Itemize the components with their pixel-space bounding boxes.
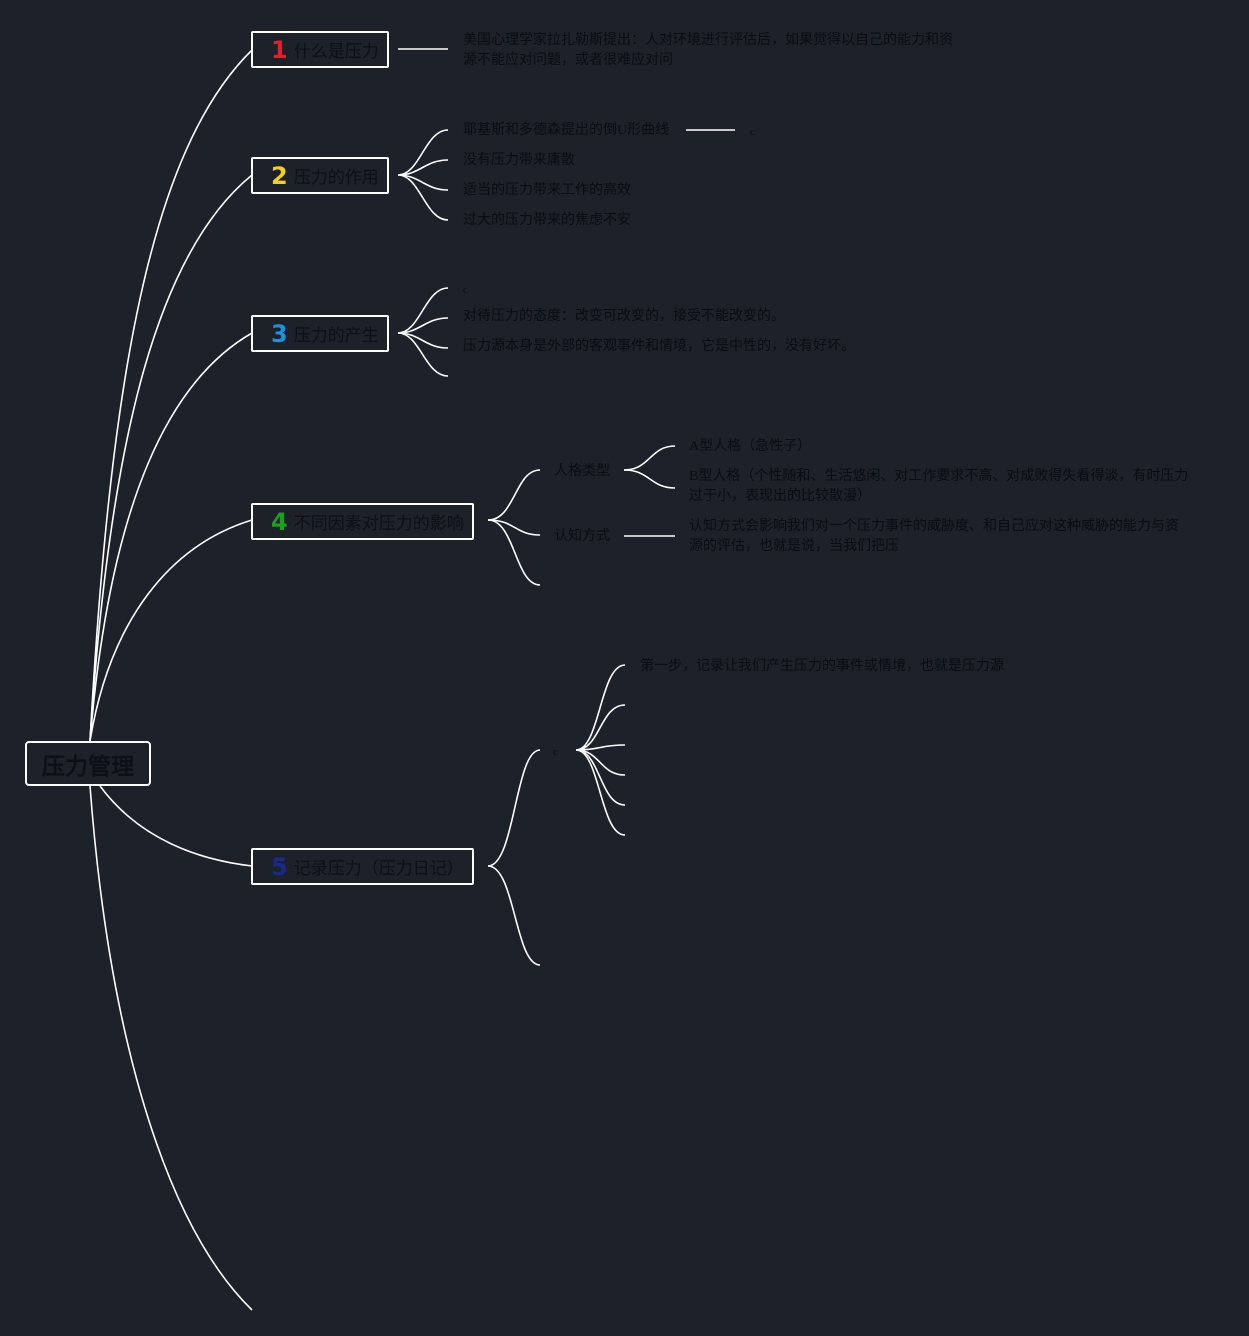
topic-number-3: 3 <box>271 319 288 348</box>
personality-item-2[interactable]: B型人格（个性随和、生活悠闲、对工作要求不高、对成败得失看得淡，有时压力过于小，… <box>689 469 1189 504</box>
topic-label-4: 不同因素对压力的影响 <box>293 514 464 534</box>
topic-number-2: 2 <box>271 161 288 190</box>
topic-label-5: 记录压力（压力日记） <box>293 859 464 879</box>
topic-node-1[interactable]: 1 什么是压力 <box>251 31 389 68</box>
subtopic-personality-type[interactable]: 人格类型 <box>554 464 610 479</box>
topic-number-1: 1 <box>271 35 288 64</box>
topic-2-item-4[interactable]: 过大的压力带来的焦虑不安 <box>463 213 631 228</box>
topic-node-4[interactable]: 4 不同因素对压力的影响 <box>251 503 474 540</box>
topic-label-2: 压力的作用 <box>293 168 379 188</box>
cognitive-item-1[interactable]: 认知方式会影响我们对一个压力事件的威胁度、和自己应对这种威胁的能力与资源的评估，… <box>689 519 1179 554</box>
topic-2-item-1[interactable]: 耶基斯和多德森提出的倒U形曲线 <box>463 123 670 138</box>
topic-3-item-1[interactable]: c <box>463 284 468 296</box>
subtopic-cognitive-style[interactable]: 认知方式 <box>554 529 610 544</box>
topic-1-item-1[interactable]: 美国心理学家拉扎勒斯提出：人对环境进行评估后，如果觉得以自己的能力和资源不能应对… <box>463 33 953 68</box>
personality-item-1[interactable]: A型人格（急性子） <box>689 439 812 454</box>
topic-node-5[interactable]: 5 记录压力（压力日记） <box>251 848 474 885</box>
topic-5-sub-marker[interactable]: c <box>553 746 558 758</box>
topic-2-extra-marker: c <box>750 126 755 138</box>
topic-2-item-2[interactable]: 没有压力带来庸散 <box>463 153 575 168</box>
topic-number-4: 4 <box>271 507 288 536</box>
topic-3-item-2[interactable]: 对待压力的态度：改变可改变的，接受不能改变的。 <box>463 309 785 324</box>
root-node[interactable]: 压力管理 <box>25 741 151 786</box>
topic-node-2[interactable]: 2 压力的作用 <box>251 157 389 194</box>
root-label: 压力管理 <box>42 753 134 780</box>
topic-2-item-3[interactable]: 适当的压力带来工作的高效 <box>463 183 631 198</box>
topic-label-1: 什么是压力 <box>293 42 379 62</box>
topic-5-item-1[interactable]: 第一步，记录让我们产生压力的事件或情境，也就是压力源 <box>640 659 1004 674</box>
topic-node-3[interactable]: 3 压力的产生 <box>251 315 389 352</box>
topic-label-3: 压力的产生 <box>293 326 379 346</box>
topic-number-5: 5 <box>271 852 288 881</box>
topic-3-item-3[interactable]: 压力源本身是外部的客观事件和情境，它是中性的，没有好坏。 <box>463 339 855 354</box>
